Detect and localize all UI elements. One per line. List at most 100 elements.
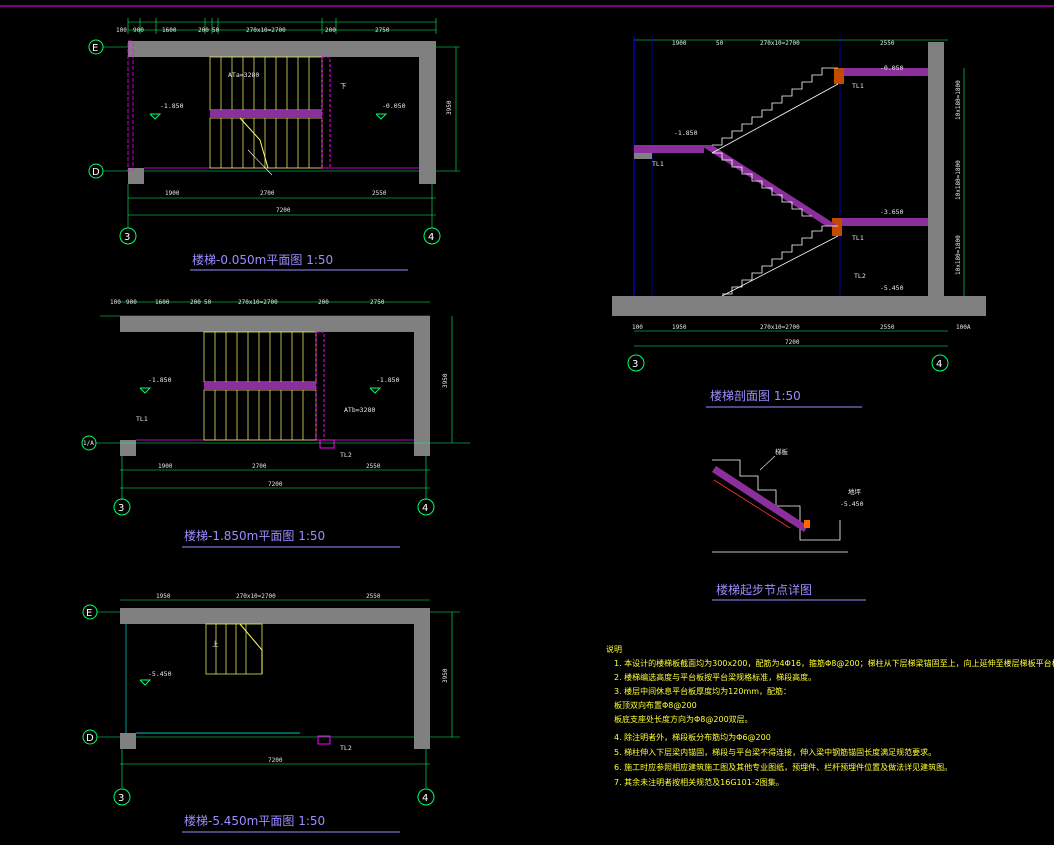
svg-text:2750: 2750 bbox=[370, 299, 385, 306]
svg-text:50: 50 bbox=[716, 40, 724, 47]
svg-text:100: 100 bbox=[632, 324, 643, 331]
svg-text:-1.850: -1.850 bbox=[376, 376, 400, 384]
svg-text:-1.850: -1.850 bbox=[674, 129, 698, 137]
svg-text:D: D bbox=[86, 733, 94, 744]
svg-text:-0.050: -0.050 bbox=[382, 102, 406, 110]
svg-text:10x180=1800: 10x180=1800 bbox=[955, 80, 962, 120]
svg-text:2550: 2550 bbox=[372, 190, 387, 197]
svg-text:2550: 2550 bbox=[880, 324, 895, 331]
svg-text:7200: 7200 bbox=[268, 757, 283, 764]
svg-text:7200: 7200 bbox=[785, 339, 800, 346]
svg-text:2550: 2550 bbox=[366, 593, 381, 600]
svg-text:2700: 2700 bbox=[260, 190, 275, 197]
svg-text:2550: 2550 bbox=[366, 463, 381, 470]
svg-text:200: 200 bbox=[318, 299, 329, 306]
svg-text:-1.850: -1.850 bbox=[148, 376, 172, 384]
svg-text:-5.450: -5.450 bbox=[880, 284, 904, 292]
svg-text:3950: 3950 bbox=[446, 100, 453, 115]
svg-text:-3.650: -3.650 bbox=[880, 208, 904, 216]
svg-text:下: 下 bbox=[340, 82, 347, 90]
svg-text:2700: 2700 bbox=[252, 463, 267, 470]
svg-text:E: E bbox=[86, 608, 92, 619]
svg-text:900: 900 bbox=[133, 27, 144, 34]
stair-section: 1900 50 270x10=2700 2550 -0.050 -1.850 -… bbox=[612, 36, 986, 408]
section-title: 楼梯剖面图 1:50 bbox=[710, 388, 801, 403]
svg-text:-5.450: -5.450 bbox=[840, 500, 864, 508]
svg-text:4: 4 bbox=[422, 793, 428, 804]
svg-text:4: 4 bbox=[422, 503, 428, 514]
svg-text:TL1: TL1 bbox=[852, 234, 864, 242]
plan1-title: 楼梯-0.050m平面图 1:50 bbox=[192, 252, 333, 267]
svg-text:10x180=1800: 10x180=1800 bbox=[955, 160, 962, 200]
svg-text:3950: 3950 bbox=[442, 373, 449, 388]
svg-text:2550: 2550 bbox=[880, 40, 895, 47]
note-item-6: 4. 除注明者外，梯段板分布筋均为Φ6@200 bbox=[614, 732, 771, 742]
svg-text:4: 4 bbox=[428, 232, 434, 243]
svg-text:100A: 100A bbox=[956, 324, 971, 331]
svg-text:270x10=2700: 270x10=2700 bbox=[236, 593, 276, 600]
svg-text:地坪: 地坪 bbox=[848, 487, 862, 496]
detail-title: 楼梯起步节点详图 bbox=[716, 582, 812, 597]
svg-text:TL2: TL2 bbox=[340, 451, 352, 459]
svg-text:ATa=3280: ATa=3280 bbox=[228, 71, 259, 79]
svg-text:1900: 1900 bbox=[158, 463, 173, 470]
plan-minus-5450: 1950 270x10=2700 2550 E D 上 -5.450 TL2 3… bbox=[82, 593, 460, 833]
svg-text:200: 200 bbox=[198, 27, 209, 34]
svg-text:上: 上 bbox=[212, 639, 219, 648]
svg-text:TL2: TL2 bbox=[854, 272, 866, 280]
note-item-8: 6. 施工时应参照相应建筑施工图及其他专业图纸，预埋件、栏杆预埋件位置及做法详见… bbox=[614, 762, 952, 772]
note-item-3: 3. 楼层中间休息平台板厚度均为120mm，配筋： bbox=[614, 686, 791, 696]
svg-text:3: 3 bbox=[118, 793, 124, 804]
svg-text:1950: 1950 bbox=[672, 324, 687, 331]
notes-heading: 说明 bbox=[606, 644, 622, 654]
design-notes: 说明 1. 本设计的楼梯板截面均为300x200，配筋为4Φ16，箍筋Φ8@20… bbox=[606, 644, 1054, 787]
svg-text:1/A: 1/A bbox=[83, 440, 94, 447]
svg-text:1900: 1900 bbox=[672, 40, 687, 47]
note-item-1: 1. 本设计的楼梯板截面均为300x200，配筋为4Φ16，箍筋Φ8@200；梯… bbox=[614, 658, 1054, 668]
note-item-4: 板顶双向布置Φ8@200 bbox=[614, 700, 697, 710]
note-item-7: 5. 梯柱伸入下层梁内锚固，梯段与平台梁不得连接，伸入梁中钢筋锚固长度满足规范要… bbox=[614, 747, 936, 757]
plan2-title: 楼梯-1.850m平面图 1:50 bbox=[184, 528, 325, 543]
svg-text:1600: 1600 bbox=[155, 299, 170, 306]
svg-text:TL2: TL2 bbox=[340, 744, 352, 752]
svg-text:TL1: TL1 bbox=[652, 160, 664, 168]
svg-text:TL1: TL1 bbox=[136, 415, 148, 423]
svg-text:200: 200 bbox=[325, 27, 336, 34]
note-item-9: 7. 其余未注明者按相关规范及16G101-2图集。 bbox=[614, 777, 784, 787]
note-item-2: 2. 楼梯编选高度与平台板按平台梁规格标准，梯段高度。 bbox=[614, 672, 816, 682]
axis-d-label: D bbox=[92, 167, 100, 178]
svg-text:3: 3 bbox=[118, 503, 124, 514]
svg-text:200: 200 bbox=[190, 299, 201, 306]
svg-text:270x10=2700: 270x10=2700 bbox=[760, 40, 800, 47]
plan-minus-1850: 100 900 1600 200 50 270x10=2700 200 2750… bbox=[81, 299, 470, 548]
svg-text:-0.050: -0.050 bbox=[880, 64, 904, 72]
note-item-5: 板底支座处长度方向为Φ8@200双层。 bbox=[614, 714, 753, 724]
svg-text:100: 100 bbox=[110, 299, 121, 306]
svg-text:1950: 1950 bbox=[156, 593, 171, 600]
svg-text:3: 3 bbox=[632, 359, 638, 370]
svg-text:900: 900 bbox=[126, 299, 137, 306]
svg-text:1600: 1600 bbox=[162, 27, 177, 34]
svg-text:10x180=1800: 10x180=1800 bbox=[955, 235, 962, 275]
svg-text:3: 3 bbox=[124, 232, 130, 243]
svg-text:7200: 7200 bbox=[276, 207, 291, 214]
svg-text:梯板: 梯板 bbox=[775, 447, 789, 456]
svg-text:7200: 7200 bbox=[268, 481, 283, 488]
svg-text:4: 4 bbox=[936, 359, 942, 370]
stair-start-detail: 梯板 -5.450 地坪 楼梯起步节点详图 bbox=[712, 447, 866, 601]
svg-text:TL1: TL1 bbox=[852, 82, 864, 90]
svg-text:2750: 2750 bbox=[375, 27, 390, 34]
svg-text:270x10=2700: 270x10=2700 bbox=[246, 27, 286, 34]
plan3-title: 楼梯-5.450m平面图 1:50 bbox=[184, 813, 325, 828]
svg-text:3950: 3950 bbox=[442, 668, 449, 683]
plan-minus-0050: 100 900 1600 200 50 270x10=2700 200 2750… bbox=[88, 18, 460, 271]
svg-text:50: 50 bbox=[212, 27, 220, 34]
svg-text:100: 100 bbox=[116, 27, 127, 34]
svg-text:50: 50 bbox=[204, 299, 212, 306]
svg-text:270x10=2700: 270x10=2700 bbox=[760, 324, 800, 331]
svg-text:-5.450: -5.450 bbox=[148, 670, 172, 678]
svg-text:ATb=3280: ATb=3280 bbox=[344, 406, 375, 414]
svg-text:-1.850: -1.850 bbox=[160, 102, 184, 110]
svg-text:1900: 1900 bbox=[165, 190, 180, 197]
